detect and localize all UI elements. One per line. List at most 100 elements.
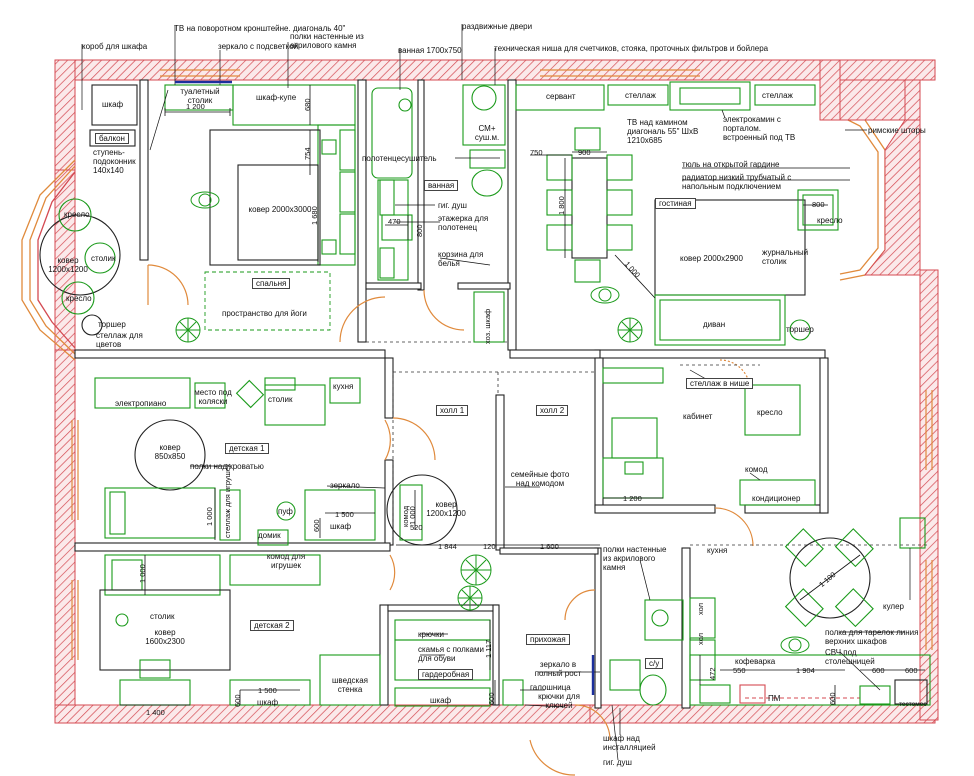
label-acrylic-shelves-top: полки настенные из акрилового камня bbox=[290, 32, 364, 50]
label-step-sill: ступень-подоконник 140х140 bbox=[93, 148, 136, 175]
label-wardrobe-entry: шкаф bbox=[430, 696, 452, 705]
label-e-piano: электропиано bbox=[115, 399, 167, 408]
label-tulle: тюль на открытой гардине bbox=[682, 160, 780, 169]
label-entry: прихожая bbox=[526, 634, 570, 645]
label-hyg-shower: гиг. душ bbox=[438, 201, 467, 210]
label-bench: скамья с полками для обуви bbox=[418, 645, 484, 663]
label-wardrobe-k2: шкаф bbox=[257, 698, 279, 707]
label-yoga: пространство для йоги bbox=[222, 309, 307, 318]
dim-1400: 1 400 bbox=[146, 708, 165, 717]
dashed-lines bbox=[366, 341, 930, 546]
label-chair-bay-2: кресло bbox=[66, 294, 92, 303]
dim-750: 750 bbox=[530, 148, 543, 157]
label-hooks: крючки bbox=[418, 630, 444, 639]
label-rack-niche: стеллаж в нише bbox=[686, 378, 754, 389]
label-fireplace: электрокамин с порталом. встроенный под … bbox=[723, 115, 796, 142]
label-cabinet-box: короб для шкафа bbox=[82, 42, 148, 51]
label-towel-rack: этажерка для полотенец bbox=[438, 214, 489, 232]
label-cooler: кулер bbox=[883, 602, 904, 611]
dim-600-b: 600 bbox=[905, 666, 918, 675]
label-living: гостиная bbox=[655, 198, 696, 209]
label-rug-hall: ковер 1200х1200 bbox=[426, 500, 466, 518]
dim-1500-k2: 1 500 bbox=[258, 686, 277, 695]
people bbox=[190, 191, 810, 654]
dim-600-k2: 600 bbox=[233, 694, 242, 707]
label-toilet-table: туалетный столик bbox=[180, 87, 220, 105]
dim-1000-k2: 1 000 bbox=[138, 564, 147, 583]
label-sliding-doors: раздвижные двери bbox=[462, 22, 533, 31]
label-rack-living: стеллаж bbox=[625, 91, 656, 100]
label-wardrobe-coupe: шкаф-купе bbox=[256, 93, 297, 102]
dim-1117: 1 117 bbox=[484, 639, 493, 658]
label-roman-blinds: римские шторы bbox=[868, 126, 926, 135]
label-rug-bed: ковер 2000х3000 bbox=[248, 205, 312, 214]
label-fridge-1: хол bbox=[696, 602, 705, 615]
label-washer: СМ+ суш.м. bbox=[474, 124, 500, 142]
label-dishwasher: ПМ bbox=[768, 694, 781, 703]
label-toy-rack: стеллаж для игрушек bbox=[223, 463, 232, 538]
dim-900: 900 bbox=[578, 148, 591, 157]
label-plate-shelf: полка для тарелок линия верхних шкафов bbox=[825, 628, 919, 646]
label-floor-lamp-bay: торшер bbox=[98, 320, 126, 329]
dim-1800: 1 800 bbox=[557, 196, 566, 215]
label-tv-fireplace: ТВ над камином диагональ 55" ШхВ 1210х68… bbox=[627, 118, 699, 145]
dim-600-entry: 600 bbox=[487, 692, 496, 705]
label-dresser-office: комод bbox=[745, 465, 768, 474]
label-table-bay: столик bbox=[91, 254, 116, 263]
label-floor-lamp-living: торшер bbox=[786, 325, 814, 334]
label-rug-bay: ковер 1200х1200 bbox=[48, 256, 88, 274]
outer-walls bbox=[54, 59, 939, 724]
dim-600-a: 600 bbox=[872, 666, 885, 675]
bay-right-hatch bbox=[839, 79, 921, 276]
label-chair-living: кресло bbox=[817, 216, 843, 225]
label-tv-bracket: ТВ на поворотном кронштейне. диагональ 4… bbox=[174, 24, 346, 33]
label-swedish-wall: шведская стенка bbox=[332, 676, 368, 694]
doors bbox=[147, 264, 754, 776]
dim-472: 472 bbox=[708, 667, 717, 680]
label-mirror-light: зеркало с подсветкой bbox=[218, 42, 299, 51]
dim-1680: 1 680 bbox=[310, 206, 319, 225]
label-wardrobe-balcony: шкаф bbox=[102, 100, 124, 109]
dim-520: 520 bbox=[410, 523, 423, 532]
label-acrylic-shelves-wc: полки настенные из акрилового камня bbox=[603, 545, 667, 572]
dim-754: 754 bbox=[303, 147, 312, 160]
bay-window-right bbox=[839, 109, 886, 281]
dim-470: 470 bbox=[388, 217, 401, 226]
label-bath: ванная bbox=[424, 180, 459, 191]
dim-1500-k1: 1 500 bbox=[335, 510, 354, 519]
windows-top bbox=[71, 69, 933, 660]
label-wardrobe-hall: шкаф bbox=[330, 522, 352, 531]
label-key-hooks: крючки для ключей bbox=[538, 692, 580, 710]
label-table-k2: столик bbox=[150, 612, 175, 621]
label-bath-size: ванная 1700х750 bbox=[398, 46, 462, 55]
label-sideboard: сервант bbox=[546, 92, 576, 101]
label-toy-dresser: комод для игрушек bbox=[266, 552, 306, 570]
label-bedroom: спальня bbox=[252, 278, 291, 289]
label-chair-office: кресло bbox=[757, 408, 783, 417]
label-household-cab: хоз. шкаф bbox=[483, 308, 492, 344]
label-wc: с/у bbox=[645, 658, 664, 669]
label-office: кабинет bbox=[683, 412, 713, 421]
label-radiator: радиатор низкий трубчатый с напольным по… bbox=[682, 173, 792, 191]
label-hyg-shower-wc: гиг. душ bbox=[603, 758, 632, 767]
label-ac: кондиционер bbox=[752, 494, 801, 503]
label-cab-install: шкаф над инсталляцией bbox=[603, 734, 656, 752]
label-kitchen-toy: кухня bbox=[333, 382, 354, 391]
label-table-k1: столик bbox=[268, 395, 293, 404]
label-wardrobe-room: гардеробная bbox=[418, 669, 474, 680]
label-rug-k2: ковер 1600х2300 bbox=[145, 628, 185, 646]
dim-800-living: 800 bbox=[812, 200, 825, 209]
label-sofa: диван bbox=[703, 320, 726, 329]
label-coffee-table: журнальный столик bbox=[762, 248, 809, 266]
label-stroller: место под коляски bbox=[194, 388, 232, 406]
label-mirror-hall: зеркало bbox=[330, 481, 360, 490]
dimension-lines bbox=[120, 85, 925, 706]
dim-1200-office: 1 200 bbox=[623, 494, 642, 503]
label-flower-rack: стеллаж для цветов bbox=[96, 331, 143, 349]
label-hall1: холл 1 bbox=[436, 405, 469, 416]
plants bbox=[175, 317, 643, 611]
label-kitchen: кухня bbox=[707, 546, 728, 555]
dim-1000-k1: 1 000 bbox=[205, 507, 214, 526]
dashed-green bbox=[204, 271, 860, 699]
label-shelves-bed: полки над кроватью bbox=[190, 462, 264, 471]
